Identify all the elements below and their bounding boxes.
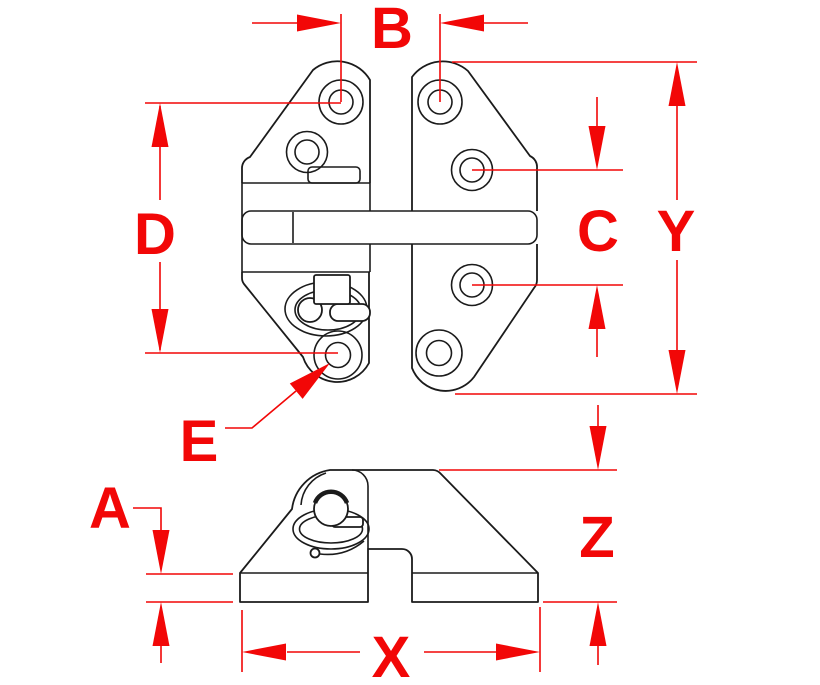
side-view: [239, 469, 539, 603]
arrowhead-up: [152, 602, 170, 646]
arrowhead-down: [588, 126, 606, 170]
side-profile-outline: [239, 469, 539, 603]
dimension-label-y: Y: [657, 199, 696, 264]
arrowhead-left: [242, 643, 286, 661]
right-wing-lower-outline: [411, 244, 538, 392]
hole-bore: [294, 139, 320, 165]
pin-head-top-view: [313, 274, 351, 305]
dimension-e: E: [180, 363, 330, 474]
right-wing-upper-outline: [411, 60, 538, 211]
hole-mid-left: [285, 130, 329, 174]
pin-head-rim: [312, 489, 350, 504]
hole-counterbore: [415, 329, 463, 377]
arrowhead-down: [152, 530, 170, 574]
arrowhead-up: [589, 602, 607, 646]
arrowhead-diagonal: [289, 363, 330, 399]
stop-tab: [307, 166, 361, 184]
hole-counterbore: [285, 130, 329, 174]
arrowhead-right: [496, 643, 540, 661]
lanyard-ring-top-view: [284, 274, 371, 337]
dimension-x: X: [241, 607, 541, 685]
arrowhead-up: [668, 62, 686, 106]
dimension-label-x: X: [372, 625, 411, 685]
arrowhead-right: [297, 14, 341, 32]
arrowhead-left: [440, 14, 484, 32]
hole-bottom-right: [415, 329, 463, 377]
pin-strap: [241, 210, 538, 245]
hole-bottom-left: [313, 330, 363, 380]
top-view: [241, 60, 538, 392]
dimension-a: A: [89, 476, 233, 663]
dimension-label-d: D: [134, 202, 176, 267]
dimension-y: Y: [452, 61, 697, 395]
left-wing-upper-outline: [241, 60, 371, 183]
dimension-d: D: [134, 102, 341, 354]
ring-tail: [319, 540, 365, 556]
leader-line: [133, 507, 162, 531]
ring-end-slot: [329, 303, 371, 322]
arrowhead-down: [151, 309, 169, 353]
arrowhead-up: [588, 285, 606, 329]
dimension-z: Z: [439, 405, 617, 665]
arrowhead-up: [151, 103, 169, 147]
dimension-b: B: [252, 0, 528, 102]
dimension-label-b: B: [371, 0, 413, 61]
hole-bore: [324, 341, 352, 369]
dimension-label-z: Z: [579, 505, 614, 570]
hole-counterbore: [313, 330, 363, 380]
ring-tail-loop: [309, 547, 321, 559]
arrowhead-down: [668, 350, 686, 394]
arrowhead-down: [589, 426, 607, 470]
lanyard-ring-side-view: [292, 489, 370, 559]
dimension-label-c: C: [577, 199, 619, 264]
knuckle-inner-arc: [300, 472, 327, 506]
knuckle-front-edge: [351, 469, 369, 549]
leader-line: [225, 390, 297, 429]
dimension-label-a: A: [89, 476, 131, 541]
dimensions: B D C Y: [89, 0, 697, 685]
dimension-label-e: E: [180, 409, 219, 474]
hole-bore: [425, 339, 453, 367]
dimension-c: C: [472, 97, 623, 357]
